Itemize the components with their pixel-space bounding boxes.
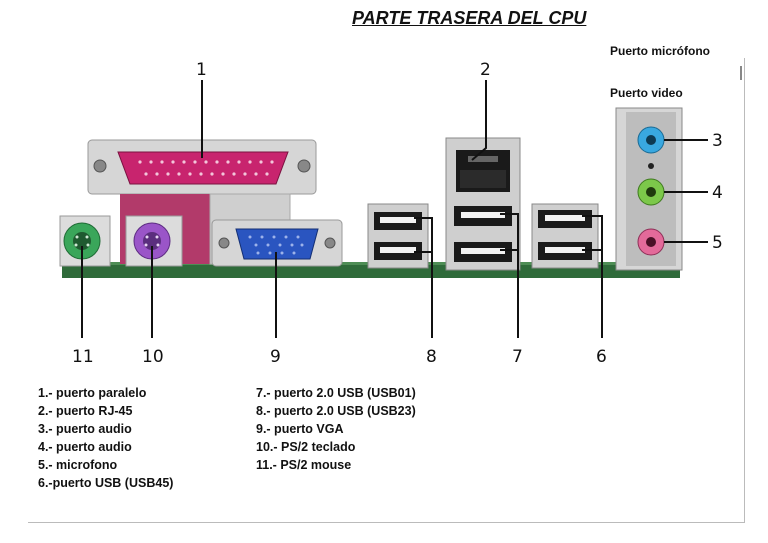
- ps2-mouse-port: [59, 215, 111, 267]
- legend-item-2: 2.- puerto RJ-45: [38, 404, 133, 418]
- callout-7: 7: [512, 347, 523, 367]
- callout-9: 9: [270, 347, 281, 367]
- callout-4: 4: [712, 183, 723, 203]
- callout-8: 8: [426, 347, 437, 367]
- page-title: PARTE TRASERA DEL CPU: [352, 8, 587, 28]
- usb-port-usb23: [367, 203, 429, 269]
- legend-item-5: 5.- microfono: [38, 458, 118, 472]
- callout-5: 5: [712, 233, 723, 253]
- legend-item-1: 1.- puerto paralelo: [38, 386, 147, 400]
- ps2-keyboard-port: [125, 215, 183, 267]
- legend-item-3: 3.- puerto audio: [38, 422, 132, 436]
- vga-port: [211, 219, 343, 267]
- usb-port-usb45: [531, 203, 599, 269]
- side-label-video-port: Puerto video: [610, 86, 683, 100]
- side-label-microphone-port: Puerto micrófono: [610, 44, 711, 58]
- legend-item-4: 4.- puerto audio: [38, 440, 132, 454]
- callout-11: 11: [72, 347, 94, 367]
- callout-3: 3: [712, 131, 723, 151]
- frame-tick: [740, 66, 742, 80]
- legend-item-11: 11.- PS/2 mouse: [256, 458, 352, 472]
- legend-left: 1.- puerto paralelo 2.- puerto RJ-45 3.-…: [38, 384, 173, 492]
- legend-item-7: 7.- puerto 2.0 USB (USB01): [256, 386, 416, 400]
- leader-lines: [81, 80, 708, 338]
- callout-2: 2: [480, 60, 491, 80]
- rj45-usb-combo: [445, 137, 521, 271]
- legend-item-6: 6.-puerto USB (USB45): [38, 476, 174, 490]
- legend-item-10: 10.- PS/2 teclado: [256, 440, 356, 454]
- audio-panel: [615, 107, 683, 271]
- diagram-frame: [28, 58, 745, 523]
- callout-10: 10: [142, 347, 164, 367]
- callout-6: 6: [596, 347, 607, 367]
- legend-right: 7.- puerto 2.0 USB (USB01) 8.- puerto 2.…: [256, 384, 416, 474]
- legend-item-9: 9.- puerto VGA: [256, 422, 344, 436]
- callout-1: 1: [196, 60, 207, 80]
- legend-item-8: 8.- puerto 2.0 USB (USB23): [256, 404, 416, 418]
